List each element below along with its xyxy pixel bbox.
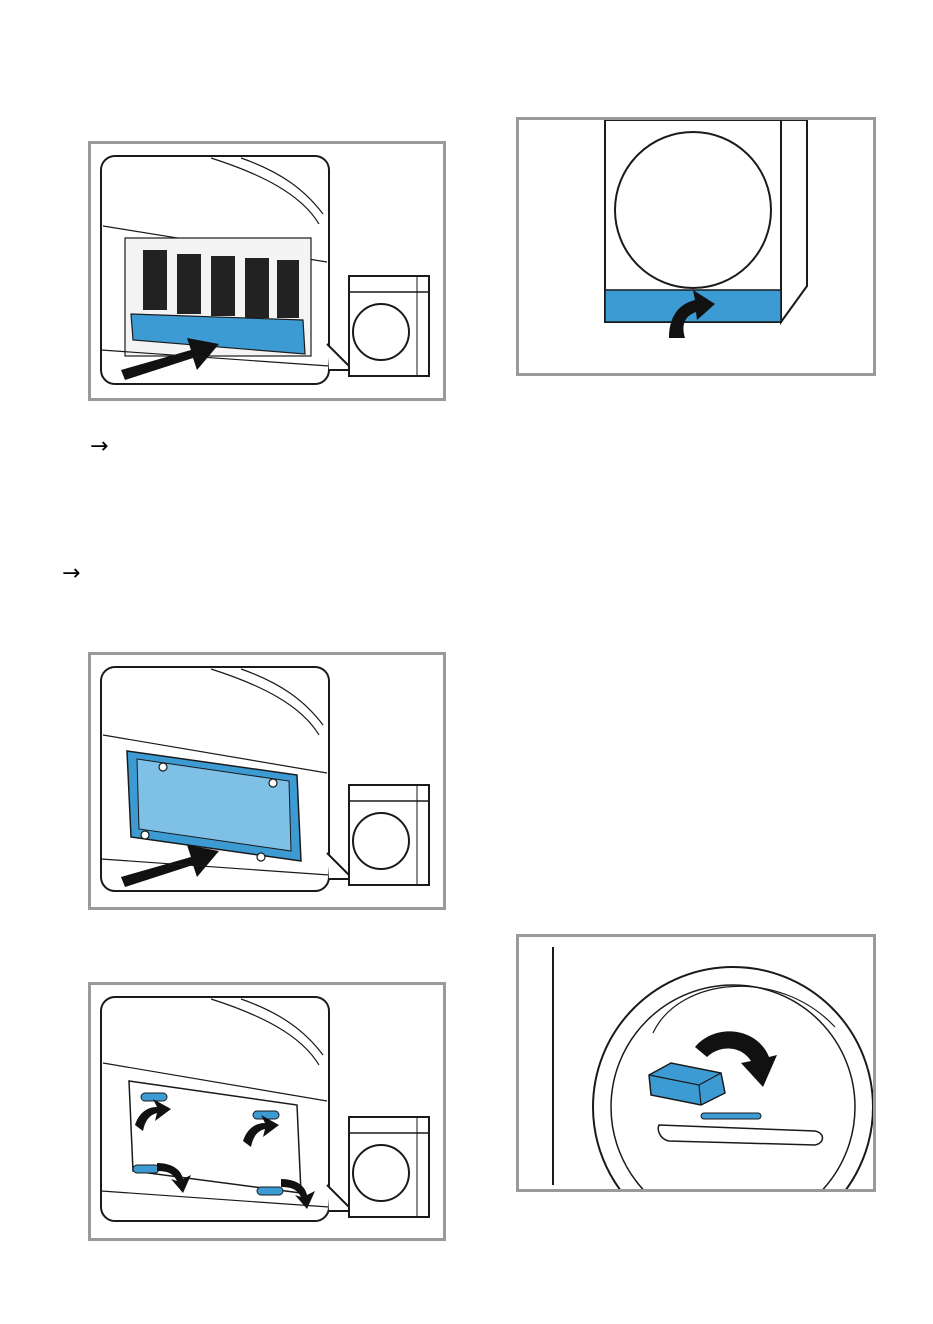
fluff-filter-illustration <box>91 144 443 398</box>
figure-door-filter-rotate <box>516 934 876 1192</box>
fluff-filter-icon <box>131 250 305 354</box>
maintenance-flap-illustration <box>519 120 873 373</box>
dryer-front-icon <box>605 120 807 322</box>
step-marker-1: → <box>90 436 108 458</box>
heat-exchanger-cover-illustration <box>91 655 443 907</box>
dryer-icon <box>349 1117 429 1217</box>
door-filter-illustration <box>519 937 873 1189</box>
dryer-icon <box>349 276 429 376</box>
figure-fluff-filter-insert <box>88 141 446 401</box>
dryer-icon <box>349 785 429 885</box>
step-marker-2: → <box>62 563 80 585</box>
figure-heat-exchanger-cover-insert <box>88 652 446 910</box>
figure-maintenance-flap-open <box>516 117 876 376</box>
locking-levers-illustration <box>91 985 443 1238</box>
figure-locking-levers-turn <box>88 982 446 1241</box>
